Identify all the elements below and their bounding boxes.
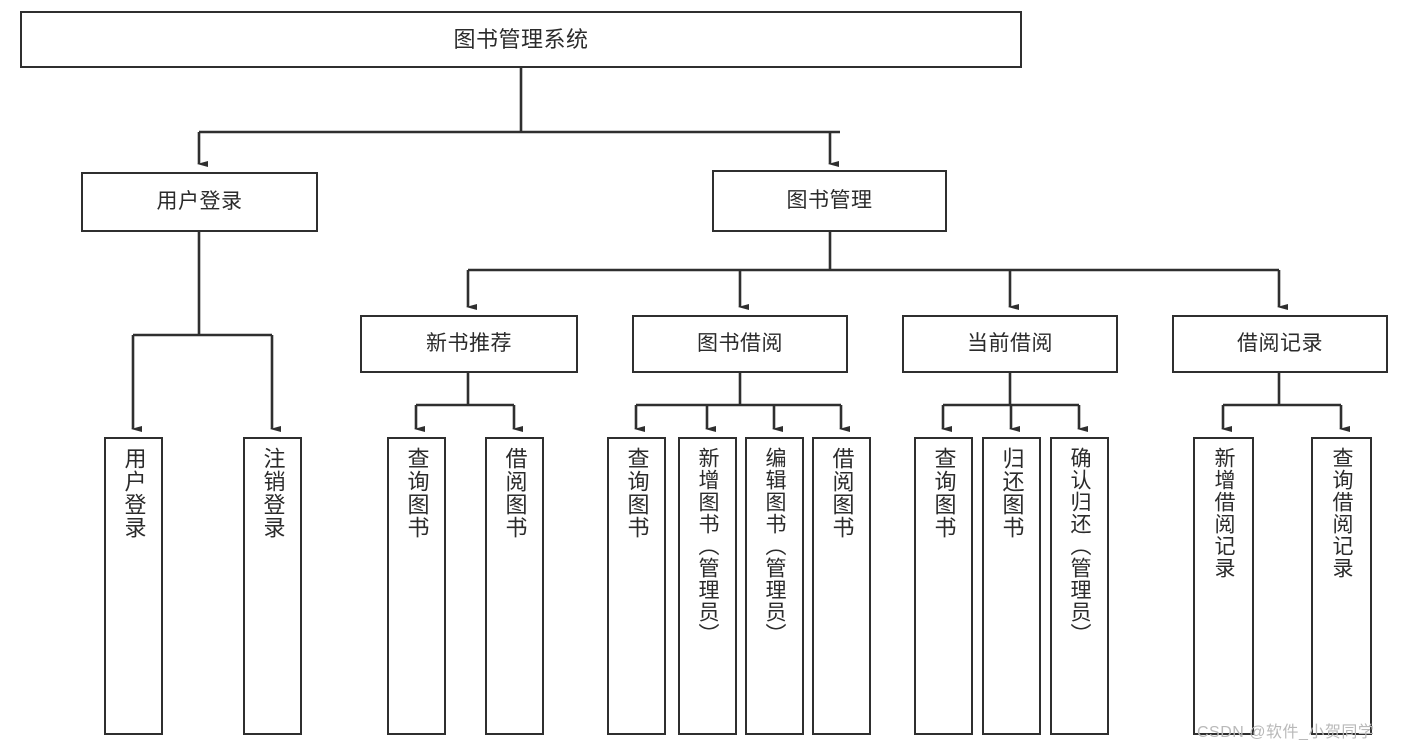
leaf-user-login[interactable]: 用户登录 <box>104 437 163 735</box>
leaf-logout[interactable]: 注销登录 <box>243 437 302 735</box>
csdn-watermark: CSDN @软件_小贺同学 <box>1197 724 1375 741</box>
node-new-book-recommend[interactable]: 新书推荐 <box>360 315 578 373</box>
node-label: 确认归还（管理员） <box>1068 447 1091 645</box>
node-label: 新书推荐 <box>426 331 512 355</box>
leaf-add-book[interactable]: 新增图书（管理员） <box>678 437 737 735</box>
node-label: 借阅记录 <box>1237 331 1323 355</box>
node-borrow-record[interactable]: 借阅记录 <box>1172 315 1388 373</box>
node-label: 编辑图书（管理员） <box>763 447 786 645</box>
leaf-query-book-2[interactable]: 查询图书 <box>607 437 666 735</box>
leaf-query-record[interactable]: 查询借阅记录 <box>1311 437 1372 735</box>
leaf-confirm-return[interactable]: 确认归还（管理员） <box>1050 437 1109 735</box>
node-label: 当前借阅 <box>967 331 1053 355</box>
leaf-query-book-1[interactable]: 查询图书 <box>387 437 446 735</box>
node-root-book-management-system[interactable]: 图书管理系统 <box>20 11 1022 68</box>
node-user-login[interactable]: 用户登录 <box>81 172 318 232</box>
leaf-borrow-book-2[interactable]: 借阅图书 <box>812 437 871 735</box>
node-label: 借阅图书 <box>502 447 528 539</box>
node-label: 新增图书（管理员） <box>696 447 719 645</box>
node-label: 图书借阅 <box>697 331 783 355</box>
leaf-borrow-book-1[interactable]: 借阅图书 <box>485 437 544 735</box>
node-label: 新增借阅记录 <box>1212 447 1235 579</box>
node-label: 注销登录 <box>260 447 286 539</box>
node-label: 图书管理系统 <box>453 26 589 52</box>
node-current-borrow[interactable]: 当前借阅 <box>902 315 1118 373</box>
node-label: 查询图书 <box>404 447 430 539</box>
leaf-edit-book[interactable]: 编辑图书（管理员） <box>745 437 804 735</box>
node-label: 归还图书 <box>999 447 1025 539</box>
node-label: 用户登录 <box>121 447 147 539</box>
node-label: 用户登录 <box>156 189 243 213</box>
leaf-return-book[interactable]: 归还图书 <box>982 437 1041 735</box>
node-label: 借阅图书 <box>829 447 855 539</box>
node-book-borrow[interactable]: 图书借阅 <box>632 315 848 373</box>
node-label: 查询借阅记录 <box>1330 447 1353 579</box>
node-label: 查询图书 <box>931 447 957 539</box>
leaf-query-book-3[interactable]: 查询图书 <box>914 437 973 735</box>
node-label: 查询图书 <box>624 447 650 539</box>
leaf-add-record[interactable]: 新增借阅记录 <box>1193 437 1254 735</box>
node-label: 图书管理 <box>786 188 873 212</box>
node-book-manage[interactable]: 图书管理 <box>712 170 947 232</box>
